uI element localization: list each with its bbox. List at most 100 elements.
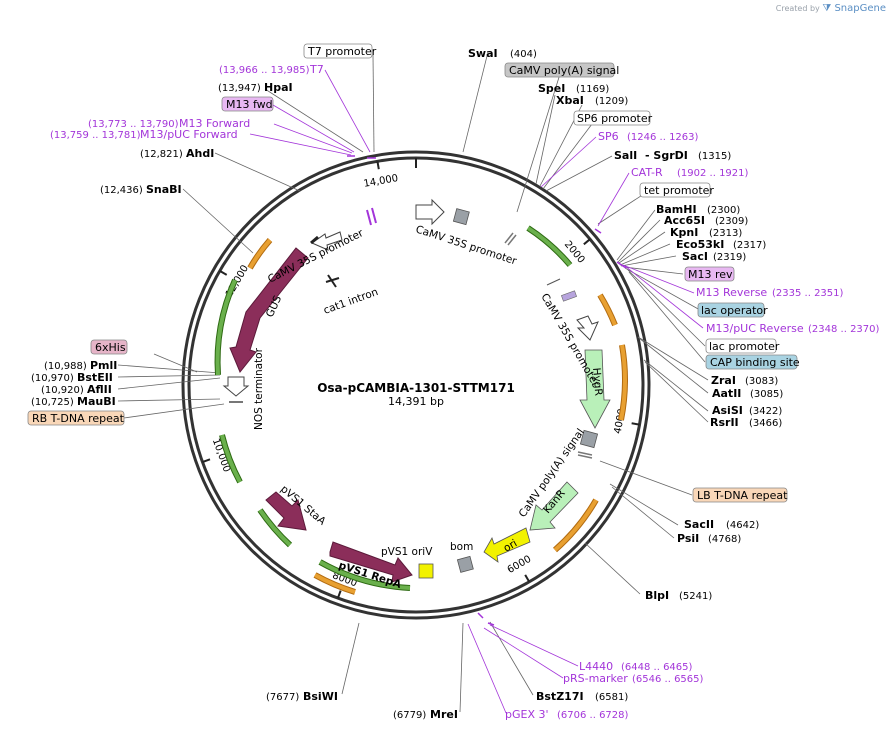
camv-poly-a-box-right xyxy=(579,429,599,449)
enzyme-ahdi: AhdI xyxy=(186,147,214,160)
enzyme-sgrdi-pos: (1315) xyxy=(698,151,731,162)
box-m13-fwd: M13 fwd xyxy=(226,98,273,111)
enzyme-bsteii: BstEII xyxy=(77,371,113,384)
enzyme-psii-pos: (4768) xyxy=(708,534,741,545)
primer-m13-puc-forward-pos: (13,759 .. 13,781) xyxy=(50,130,141,141)
camv-35s-promoter-arrow-1 xyxy=(415,198,445,226)
primer-m13-puc-reverse-pos: (2348 .. 2370) xyxy=(808,324,880,335)
pvs1-repa-arrow xyxy=(329,541,413,583)
primer-sp6: SP6 xyxy=(598,130,619,143)
snapgene-logo: ⧩ SnapGene xyxy=(822,3,886,14)
box-6xhis: 6xHis xyxy=(95,341,126,354)
box-m13-rev: M13 rev xyxy=(688,268,733,281)
enzyme-sali: SalI xyxy=(614,149,637,162)
enzyme-mrei-pos: (6779) xyxy=(393,710,426,721)
primer-m13-forward-pos: (13,773 .. 13,790) xyxy=(88,119,179,130)
primer-m13-puc-reverse: M13/pUC Reverse xyxy=(706,322,804,335)
enzyme-bstz17i-pos: (6581) xyxy=(595,692,628,703)
enzyme-xbai-pos: (1209) xyxy=(595,96,628,107)
enzyme-snabi-pos: (12,436) xyxy=(100,185,143,196)
box-lb-t-dna-repeat: LB T-DNA repeat xyxy=(697,489,788,502)
enzyme-bsiwi: BsiWI xyxy=(303,690,338,703)
enzyme-spei: SpeI xyxy=(538,82,565,95)
scale-tick xyxy=(202,458,211,463)
feature-arrows xyxy=(214,198,628,595)
primer-cat-r: CAT-R xyxy=(631,166,663,179)
label-hygr: HygR xyxy=(590,367,604,396)
box-lac-operator: lac operator xyxy=(701,304,768,317)
primer-labels: (13,966 .. 13,985) T7 (13,773 .. 13,790)… xyxy=(50,63,880,721)
enzyme-mrei: MreI xyxy=(430,708,458,721)
leader-lines xyxy=(117,54,709,713)
primer-m13-reverse: M13 Reverse xyxy=(696,286,767,299)
enzyme-hpai: HpaI xyxy=(264,81,293,94)
enzyme-zrai: ZraI xyxy=(711,374,736,387)
enzyme-bamhi-pos: (2300) xyxy=(707,205,740,216)
enzyme-zrai-pos: (3083) xyxy=(745,376,778,387)
primer-prs-marker-pos: (6546 .. 6565) xyxy=(632,674,704,685)
box-t7-promoter: T7 promoter xyxy=(307,45,377,58)
label-nos-terminator: NOS terminator xyxy=(253,347,265,430)
snapgene-icon: ⧩ xyxy=(822,3,832,14)
enzyme-aflii: AflII xyxy=(87,383,112,396)
enzyme-hpai-pos: (13,947) xyxy=(218,83,261,94)
enzyme-eco53ki-pos: (2317) xyxy=(733,240,766,251)
enzyme-asisi: AsiSI xyxy=(712,404,743,417)
gus-arrow xyxy=(229,247,309,373)
box-tet-promoter: tet promoter xyxy=(644,184,714,197)
primer-pgex-3: pGEX 3' xyxy=(505,708,549,721)
scale-tick xyxy=(583,238,591,246)
enzyme-aatii-pos: (3085) xyxy=(750,389,783,400)
enzyme-saci-pos: (2319) xyxy=(713,252,746,263)
enzyme-kpni-pos: (2313) xyxy=(709,228,742,239)
enzyme-swai: SwaI xyxy=(468,47,498,60)
enzyme-saci: SacI xyxy=(682,250,708,263)
primer-pgex-3-pos: (6706 .. 6728) xyxy=(557,710,629,721)
label-camv-35s-promoter-left: CaMV 35S promoter xyxy=(266,227,366,286)
primer-l4440-pos: (6448 .. 6465) xyxy=(621,662,693,673)
enzyme-pmli-pos: (10,988) xyxy=(44,361,87,372)
primer-l4440: L4440 xyxy=(579,660,613,673)
enzyme-blpi-pos: (5241) xyxy=(679,591,712,602)
enzyme-sacii: SacII xyxy=(684,518,714,531)
boxed-labels: T7 promoter CaMV poly(A) signal M13 fwd … xyxy=(27,43,800,503)
enzyme-eco53ki: Eco53kI xyxy=(676,238,724,251)
box-cap-binding-site: CAP binding site xyxy=(710,356,800,369)
enzyme-maubi: MauBI xyxy=(77,395,116,408)
camv-35s-promoter-arrow-2 xyxy=(310,231,343,251)
scale-tick-label: 14,000 xyxy=(363,173,399,190)
enzyme-bamhi: BamHI xyxy=(656,203,697,216)
primer-prs-marker: pRS-marker xyxy=(563,672,628,685)
primer-m13-forward: M13 Forward xyxy=(179,117,250,130)
scale-tick xyxy=(376,161,380,170)
enzyme-bsiwi-pos: (7677) xyxy=(266,692,299,703)
primer-sites xyxy=(347,155,627,626)
enzyme-rsrii-pos: (3466) xyxy=(749,418,782,429)
scale-tick xyxy=(524,574,531,583)
primer-sp6-pos: (1246 .. 1263) xyxy=(627,132,699,143)
camv-poly-a-box-top xyxy=(452,208,470,226)
ori-arrow xyxy=(483,527,531,563)
primer-m13-puc-forward: M13/pUC Forward xyxy=(140,128,238,141)
enzyme-kpni: KpnI xyxy=(670,226,698,239)
box-camv-poly-a-signal: CaMV poly(A) signal xyxy=(509,64,619,77)
label-cat1-intron: cat1 intron xyxy=(322,286,380,317)
plasmid-name: Osa-pCAMBIA-1301-STTM171 xyxy=(317,381,515,395)
pvs1-oriv-box xyxy=(418,563,434,579)
credit-text: Created by xyxy=(775,4,820,13)
box-rb-t-dna-repeat: RB T-DNA repeat xyxy=(32,412,125,425)
enzyme-acc65i-pos: (2309) xyxy=(715,216,748,227)
enzyme-bstz17i: BstZ17I xyxy=(536,690,584,703)
bom-box xyxy=(456,555,474,573)
brand-text: SnapGene xyxy=(834,3,886,14)
enzyme-snabi: SnaBI xyxy=(146,183,182,196)
enzyme-sgrdi: - SgrDI xyxy=(645,149,688,162)
enzyme-aatii: AatII xyxy=(712,387,741,400)
nos-terminator-arrow xyxy=(222,376,250,397)
plasmid-length: 14,391 bp xyxy=(388,395,444,408)
label-camv-35s-promoter-top: CaMV 35S promoter xyxy=(414,223,519,267)
snapgene-credit: Created by ⧩ SnapGene xyxy=(776,3,886,14)
enzyme-bsteii-pos: (10,970) xyxy=(31,373,74,384)
enzyme-acc65i: Acc65I xyxy=(664,214,705,227)
enzyme-blpi: BlpI xyxy=(645,589,669,602)
